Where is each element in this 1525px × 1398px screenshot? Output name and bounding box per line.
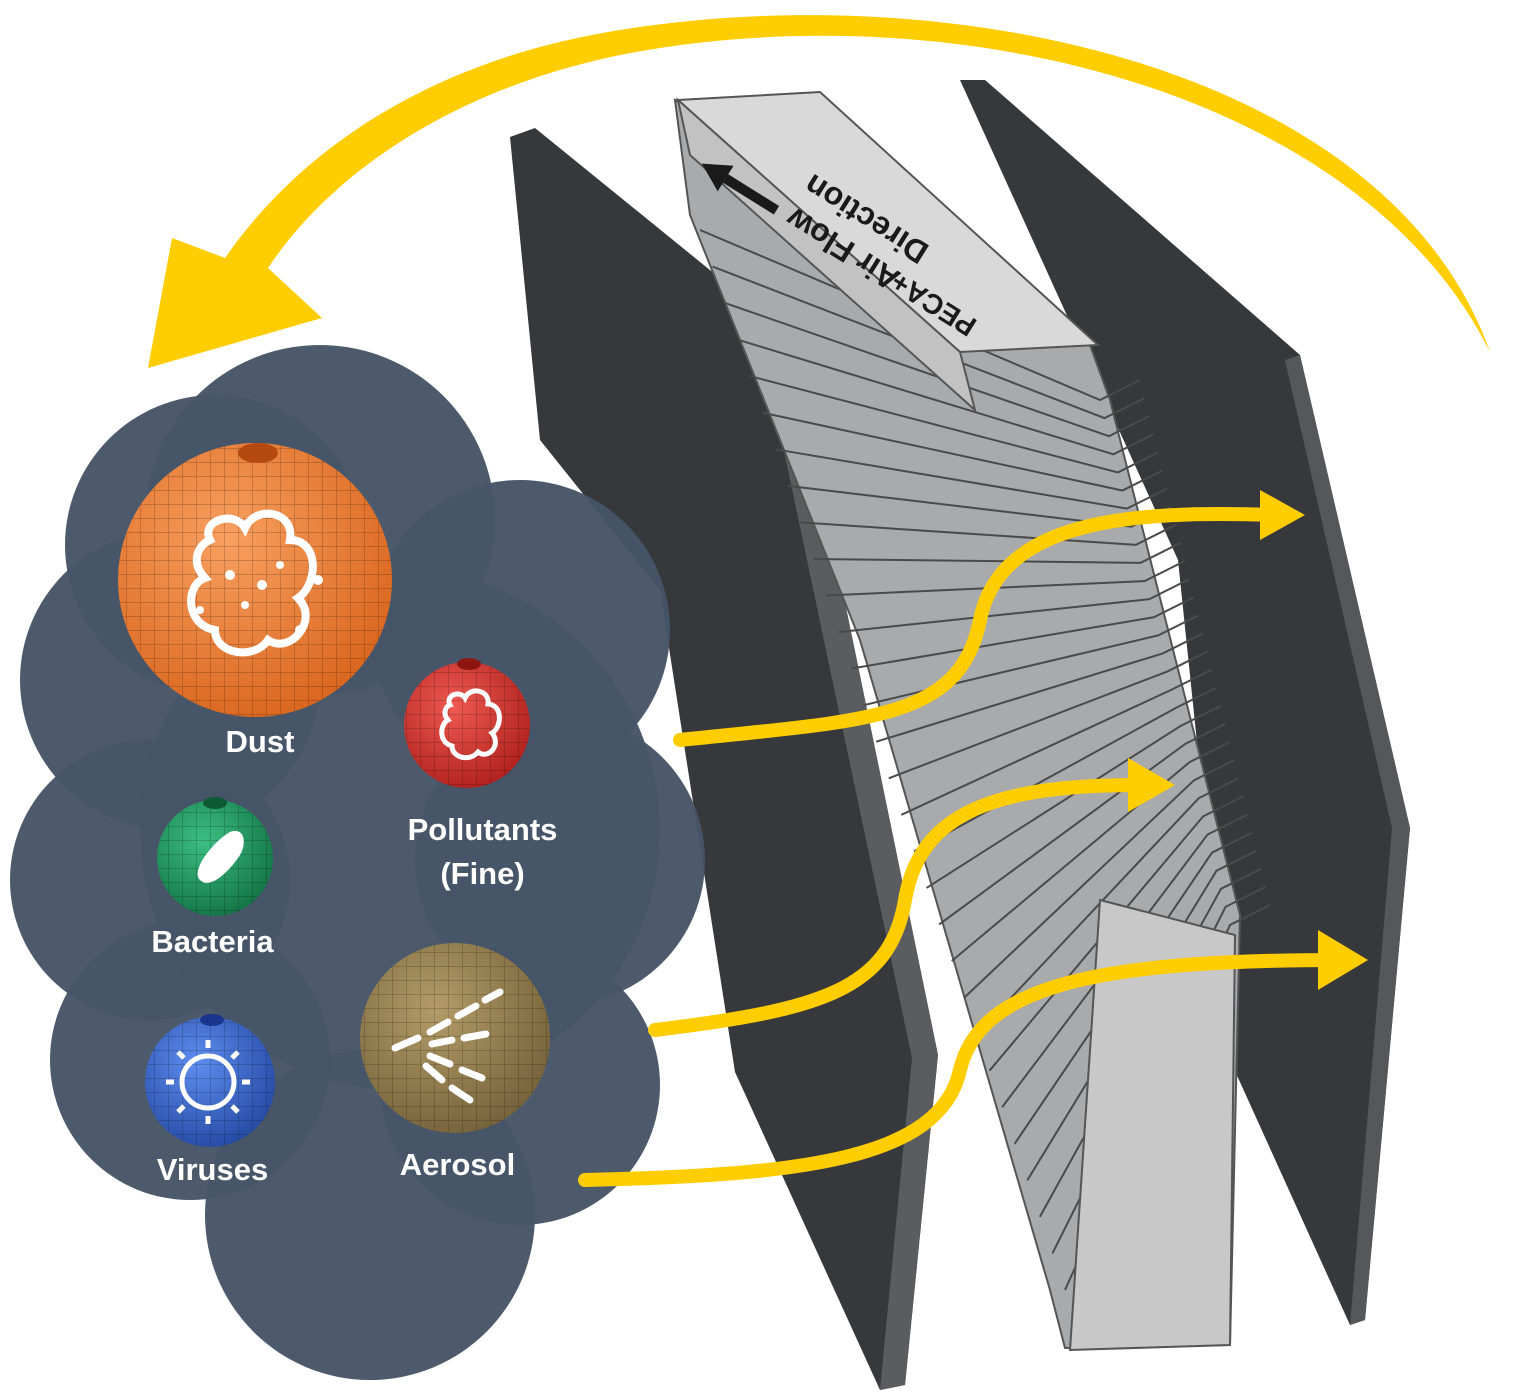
particle-label-dust: Dust <box>225 724 295 759</box>
particle-sphere-dust <box>118 443 392 717</box>
dust-cloud-icon <box>439 688 502 761</box>
filter-pleat <box>712 265 1145 420</box>
filter-pleat <box>976 777 1240 1035</box>
filter-pleat <box>813 542 1181 564</box>
filter-pleat <box>825 560 1186 597</box>
filter-pleat <box>699 229 1141 402</box>
filter-pleat <box>888 650 1208 780</box>
particle-sphere-pollutants <box>404 658 530 788</box>
air-flow-arrowheads <box>1128 490 1368 990</box>
filter-pleat <box>951 741 1231 962</box>
post-filter-panel-edge <box>1285 355 1410 1325</box>
virus-icon <box>166 1040 250 1124</box>
particle-label-aerosol: Aerosol <box>399 1147 516 1182</box>
filter-pleat <box>1013 831 1253 1145</box>
particle-label-bacteria: Bacteria <box>151 924 274 959</box>
filter-pleat <box>963 759 1235 999</box>
particle-sphere-viruses <box>145 1014 275 1147</box>
air-flow-arrow-lower <box>578 953 1347 1187</box>
air-flow-arrows <box>578 507 1347 1187</box>
filter-pleat <box>775 448 1168 510</box>
filter-pleat <box>800 521 1177 546</box>
pre-filter-panel <box>510 128 938 1390</box>
particle-sphere-aerosol <box>360 943 550 1133</box>
air-flow-arrow-middle <box>648 778 1147 1037</box>
filter-pleat <box>875 632 1204 743</box>
pleated-filter: PECA+ Air Flow Direction <box>673 90 1271 1352</box>
filter-pleat <box>750 375 1159 474</box>
bacterium-icon <box>197 830 244 883</box>
particle-label-viruses: Viruses <box>156 1152 269 1187</box>
particle-sphere-bacteria <box>157 797 273 916</box>
filter-pleat <box>838 578 1190 634</box>
filter-pleat <box>762 411 1163 492</box>
filter-pleat <box>724 302 1150 438</box>
filter-side-frame <box>1068 898 1237 1352</box>
filter-pleat <box>737 338 1154 456</box>
filter-pleat <box>926 704 1222 889</box>
filter-pleat <box>1001 813 1249 1108</box>
air-flow-arrow-icon <box>701 163 780 215</box>
filter-pleat <box>850 596 1195 670</box>
air-flow-arrow-upper <box>673 507 1282 747</box>
particle-label-pollutants: Pollutants (Fine) <box>407 812 558 891</box>
filter-pleat <box>863 614 1199 707</box>
filter-pleat <box>900 668 1213 816</box>
filter-pleat <box>938 723 1226 926</box>
spray-icon <box>391 988 504 1104</box>
